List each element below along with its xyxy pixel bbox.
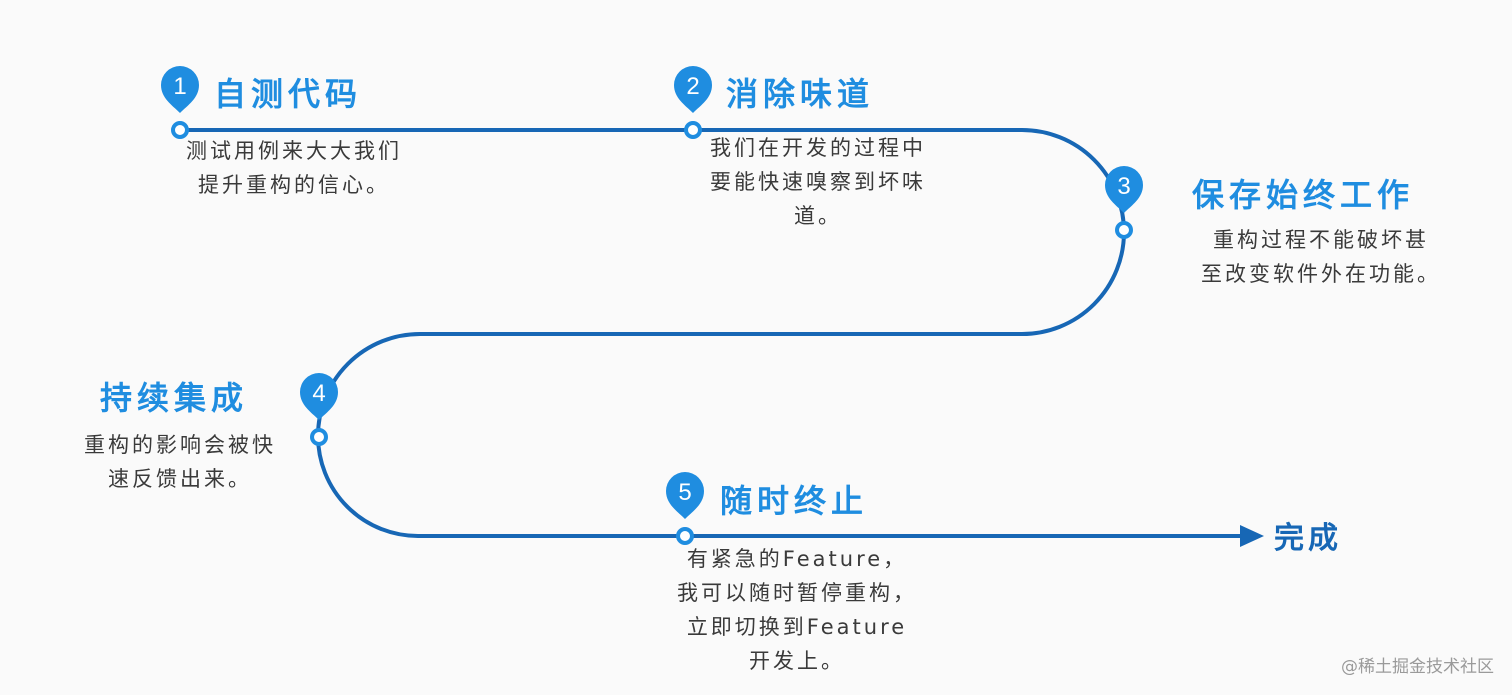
step-number: 1 [173, 73, 186, 100]
path-node [171, 121, 189, 139]
step-description-2: 我们在开发的过程中 要能快速嗅察到坏味 道。 [696, 131, 940, 233]
step-title-3: 保存始终工作 [1192, 176, 1415, 214]
description-line: 重构过程不能破坏甚 [1213, 228, 1429, 252]
description-line: 提升重构的信心。 [198, 173, 390, 197]
description-line: 立即切换到Feature [686, 615, 908, 639]
description-line: 我可以随时暂停重构， [677, 581, 917, 605]
step-marker-5: 5 [666, 472, 704, 545]
description-line: 测试用例来大大我们 [186, 139, 402, 163]
description-line: 道。 [794, 204, 842, 228]
step-marker-1: 1 [161, 66, 199, 139]
step-number: 3 [1117, 173, 1130, 200]
description-line: 开发上。 [749, 649, 845, 673]
map-pin-icon: 5 [666, 472, 704, 519]
step-number: 2 [686, 73, 699, 100]
description-line: 速反馈出来。 [108, 467, 252, 491]
path-node [1115, 221, 1133, 239]
path-node [684, 121, 702, 139]
map-pin-icon: 2 [674, 66, 712, 113]
description-line: 我们在开发的过程中 [710, 136, 926, 160]
description-line: 重构的影响会被快 [84, 433, 276, 457]
step-description-4: 重构的影响会被快 速反馈出来。 [70, 428, 290, 496]
map-pin-icon: 4 [300, 373, 338, 420]
step-title-5: 随时终止 [720, 482, 869, 520]
step-title-1: 自测代码 [214, 75, 363, 113]
step-marker-3: 3 [1105, 166, 1143, 239]
step-marker-4: 4 [300, 373, 338, 446]
map-pin-icon: 3 [1105, 166, 1143, 213]
step-description-3: 重构过程不能破坏甚 至改变软件外在功能。 [1188, 223, 1454, 291]
step-description-5: 有紧急的Feature， 我可以随时暂停重构， 立即切换到Feature 开发上… [662, 542, 932, 678]
step-title-2: 消除味道 [726, 75, 875, 113]
step-title-4: 持续集成 [100, 379, 249, 417]
path-node [676, 527, 694, 545]
step-number: 4 [312, 380, 325, 407]
description-line: 至改变软件外在功能。 [1201, 262, 1441, 286]
path-node [310, 428, 328, 446]
step-marker-2: 2 [674, 66, 712, 139]
watermark: @稀土掘金技术社区 [1341, 657, 1494, 677]
arrow-right-icon [1240, 525, 1264, 547]
description-line: 有紧急的Feature， [686, 547, 908, 571]
step-number: 5 [678, 479, 691, 506]
finish-label: 完成 [1274, 521, 1342, 556]
map-pin-icon: 1 [161, 66, 199, 113]
step-description-1: 测试用例来大大我们 提升重构的信心。 [172, 134, 416, 202]
description-line: 要能快速嗅察到坏味 [710, 170, 926, 194]
